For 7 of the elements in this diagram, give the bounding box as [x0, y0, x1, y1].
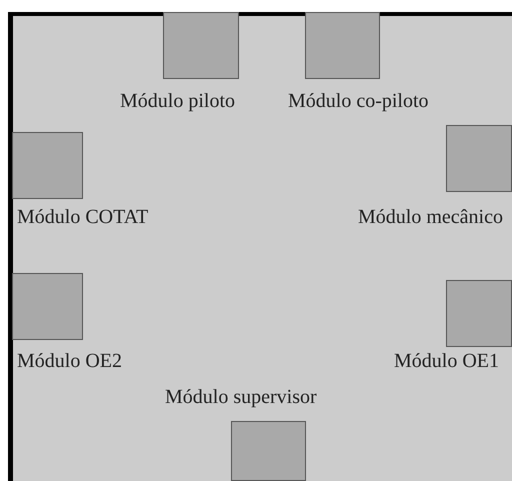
module-label: Módulo supervisor — [165, 386, 317, 408]
module-label: Módulo co-piloto — [288, 90, 429, 112]
module-label: Módulo OE2 — [17, 350, 122, 372]
module-label: Módulo COTAT — [17, 206, 148, 228]
module-label: Módulo piloto — [120, 90, 236, 112]
module-label: Módulo OE1 — [394, 350, 499, 372]
module-label: Módulo mecânico — [358, 206, 503, 228]
